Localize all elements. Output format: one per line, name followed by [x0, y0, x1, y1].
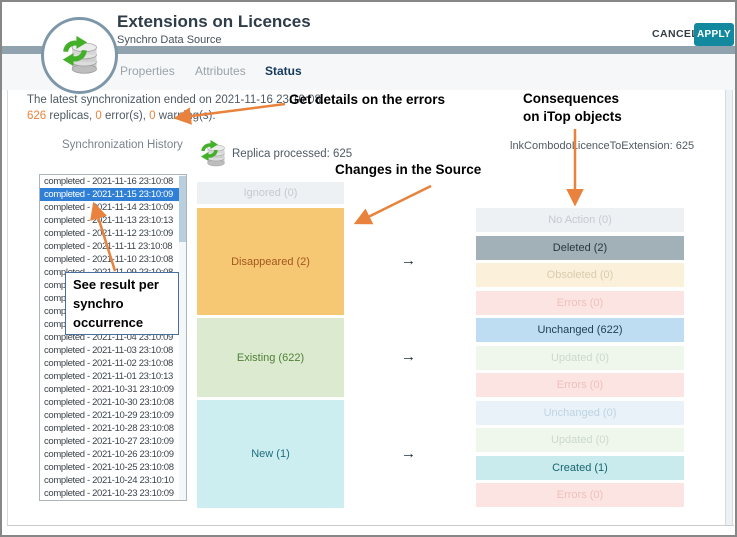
history-list-item[interactable]: completed - 2021-11-16 23:10:08	[44, 176, 173, 187]
history-list-item[interactable]: completed - 2021-11-01 23:10:13	[44, 371, 173, 382]
annotation-consequences-line2: on iTop objects	[523, 109, 622, 124]
history-list-item[interactable]: completed - 2021-11-02 23:10:08	[44, 358, 173, 369]
history-label: Synchronization History	[62, 139, 183, 151]
source-box-disappeared: Disappeared (2)	[197, 208, 344, 315]
target-box-unchanged-faint: Unchanged (0)	[476, 401, 684, 425]
sync-summary-line2: 626 replicas, 0 error(s), 0 warning(s).	[27, 110, 216, 122]
history-list-item[interactable]: completed - 2021-11-15 23:10:09	[40, 188, 186, 201]
replica-count: 626	[27, 110, 47, 122]
history-list-item[interactable]: completed - 2021-11-14 23:10:09	[44, 202, 173, 213]
page-scrollbar[interactable]	[725, 90, 733, 525]
tab-properties[interactable]: Properties	[120, 64, 175, 78]
history-list-item[interactable]: completed - 2021-10-27 23:10:09	[44, 436, 174, 447]
target-box-errors-2: Errors (0)	[476, 373, 684, 397]
history-list-item[interactable]: completed - 2021-11-11 23:10:08	[44, 241, 173, 252]
target-box-created: Created (1)	[476, 456, 684, 480]
history-list-item[interactable]: completed - 2021-11-04 23:10:09	[44, 332, 173, 343]
error-count: 0	[95, 110, 102, 122]
history-list-item[interactable]: completed - 2021-10-29 23:10:09	[44, 410, 174, 421]
replica-processed-label: Replica processed: 625	[232, 148, 353, 160]
history-list-item[interactable]: completed - 2021-10-28 23:10:08	[44, 423, 174, 434]
flow-arrow-icon: →	[401, 252, 416, 269]
history-list-item[interactable]: completed - 2021-10-25 23:10:08	[44, 462, 174, 473]
history-scrollbar-track[interactable]	[179, 175, 186, 500]
target-box-unchanged: Unchanged (622)	[476, 318, 684, 342]
cancel-button[interactable]: CANCEL	[652, 28, 699, 40]
sync-summary-line1: The latest synchronization ended on 2021…	[27, 94, 325, 106]
history-list-item[interactable]: completed - 2021-10-30 23:10:08	[44, 397, 174, 408]
header-divider-bar	[2, 46, 735, 54]
flow-arrow-icon: →	[401, 445, 416, 462]
target-box-updated-2: Updated (0)	[476, 428, 684, 452]
history-list-item[interactable]: completed - 2021-11-03 23:10:08	[44, 345, 173, 356]
annotation-see-result-line: synchro	[73, 296, 124, 311]
panel-bottom-border	[7, 525, 734, 526]
history-list-item[interactable]: completed - 2021-11-13 23:10:13	[44, 215, 173, 226]
source-box-existing: Existing (622)	[197, 318, 344, 397]
target-box-deleted: Deleted (2)	[476, 236, 684, 260]
apply-button[interactable]: APPLY	[694, 23, 734, 46]
synchro-datasource-icon	[41, 17, 118, 94]
target-box-no-action: No Action (0)	[476, 208, 684, 232]
tab-attributes[interactable]: Attributes	[195, 64, 246, 78]
target-box-updated-1: Updated (0)	[476, 346, 684, 370]
history-list-item[interactable]: completed - 2021-11-12 23:10:09	[44, 228, 173, 239]
annotation-consequences-line1: Consequences	[523, 91, 620, 106]
panel-left-border	[7, 90, 8, 525]
annotation-get-details: Get details on the errors	[289, 92, 446, 107]
history-list-item[interactable]: completed - 2021-11-10 23:10:08	[44, 254, 173, 265]
annotation-see-result-line: occurrence	[73, 315, 144, 330]
link-class-label: lnkCombodoLicenceToExtension: 625	[510, 140, 695, 152]
annotation-see-result-line: See result per	[73, 277, 159, 292]
flow-arrow-icon: →	[401, 348, 416, 365]
target-box-errors-3: Errors (0)	[476, 483, 684, 507]
tab-strip	[2, 54, 735, 90]
history-list-item[interactable]: completed - 2021-10-31 23:10:09	[44, 384, 174, 395]
source-box-ignored: Ignored (0)	[197, 182, 344, 204]
warning-count: 0	[149, 110, 156, 122]
target-box-errors-1: Errors (0)	[476, 291, 684, 315]
target-box-obsoleted: Obsoleted (0)	[476, 263, 684, 287]
tab-status[interactable]: Status	[265, 64, 302, 78]
annotation-see-result-box: See result per synchro occurrence	[65, 272, 179, 335]
source-box-new: New (1)	[197, 400, 344, 508]
history-list-item[interactable]: completed - 2021-10-23 23:10:09	[44, 488, 174, 499]
history-scrollbar-thumb[interactable]	[179, 176, 186, 242]
history-list-item[interactable]: completed - 2021-10-24 23:10:10	[44, 475, 174, 486]
page-title: Extensions on Licences	[117, 12, 311, 31]
annotation-changes-in-source: Changes in the Source	[335, 162, 482, 177]
replica-sync-icon	[197, 138, 229, 170]
page-subtitle: Synchro Data Source	[117, 34, 222, 46]
history-list-item[interactable]: completed - 2021-10-26 23:10:09	[44, 449, 174, 460]
